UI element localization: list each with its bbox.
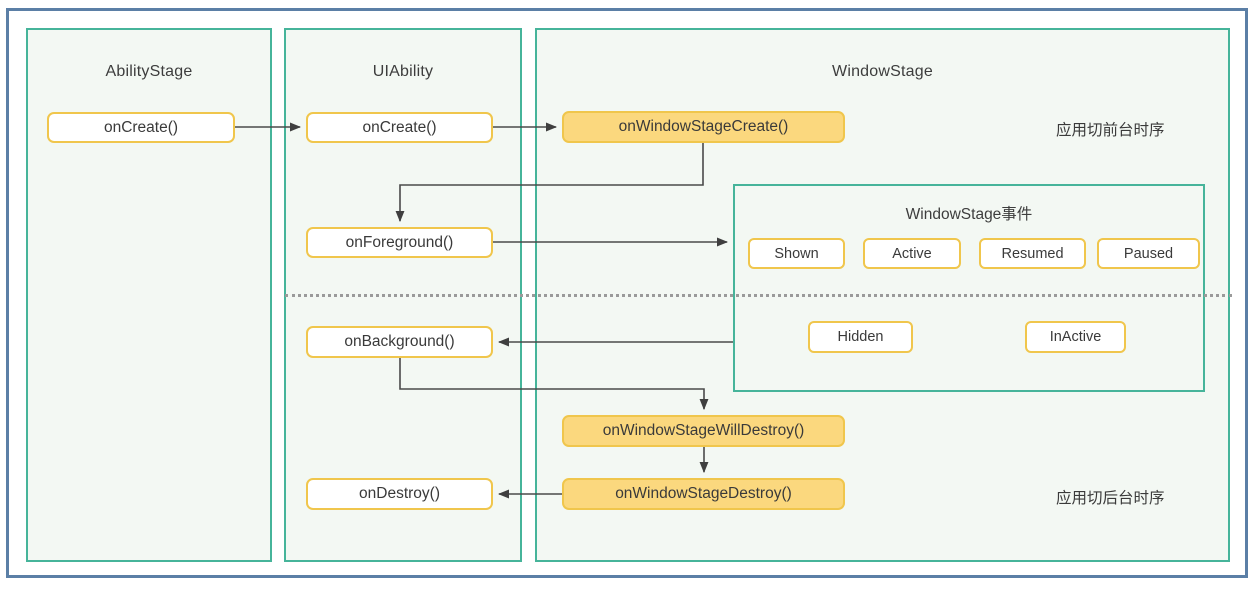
node-onwindowstagecreate[interactable]: onWindowStageCreate() <box>562 111 845 143</box>
node-onforeground[interactable]: onForeground() <box>306 227 493 258</box>
event-chip-resumed-label: Resumed <box>1001 245 1064 262</box>
node-abilitystage-oncreate[interactable]: onCreate() <box>47 112 235 143</box>
event-chip-active-label: Active <box>892 245 932 262</box>
lane-uiability-title: UIAbility <box>372 63 434 80</box>
node-onwindowstagewilldestroy[interactable]: onWindowStageWillDestroy() <box>562 415 845 447</box>
windowstage-events-group: WindowStage事件 <box>733 184 1205 392</box>
lane-abilitystage: AbilityStage <box>26 28 272 562</box>
event-chip-resumed[interactable]: Resumed <box>979 238 1086 269</box>
event-chip-shown-label: Shown <box>774 245 819 262</box>
note-background-sequence: 应用切后台时序 <box>1056 490 1165 507</box>
event-chip-hidden-label: Hidden <box>837 329 884 345</box>
node-uiability-oncreate-label: onCreate() <box>362 118 437 136</box>
node-onwindowstagewilldestroy-label: onWindowStageWillDestroy() <box>602 422 805 439</box>
node-ondestroy-label: onDestroy() <box>359 485 440 502</box>
node-onbackground-label: onBackground() <box>344 333 455 350</box>
windowstage-events-title: WindowStage事件 <box>905 206 1033 223</box>
lane-abilitystage-title: AbilityStage <box>105 63 193 80</box>
event-chip-inactive[interactable]: InActive <box>1025 321 1126 353</box>
event-chip-paused[interactable]: Paused <box>1097 238 1200 269</box>
node-onwindowstagedestroy-label: onWindowStageDestroy() <box>615 485 792 502</box>
lane-windowstage-title: WindowStage <box>832 63 933 80</box>
event-chip-paused-label: Paused <box>1123 245 1174 262</box>
note-foreground-sequence: 应用切前台时序 <box>1056 122 1165 139</box>
node-uiability-oncreate[interactable]: onCreate() <box>306 112 493 143</box>
node-onforeground-label: onForeground() <box>345 233 454 251</box>
node-onwindowstagedestroy[interactable]: onWindowStageDestroy() <box>562 478 845 510</box>
event-chip-hidden[interactable]: Hidden <box>808 321 913 353</box>
node-onwindowstagecreate-label: onWindowStageCreate() <box>618 118 789 135</box>
node-abilitystage-oncreate-label: onCreate() <box>103 118 179 136</box>
event-chip-inactive-label: InActive <box>1049 329 1102 345</box>
event-chip-active[interactable]: Active <box>863 238 961 269</box>
node-ondestroy[interactable]: onDestroy() <box>306 478 493 510</box>
node-onbackground[interactable]: onBackground() <box>306 326 493 358</box>
event-chip-shown[interactable]: Shown <box>748 238 845 269</box>
phase-divider <box>285 294 1232 297</box>
